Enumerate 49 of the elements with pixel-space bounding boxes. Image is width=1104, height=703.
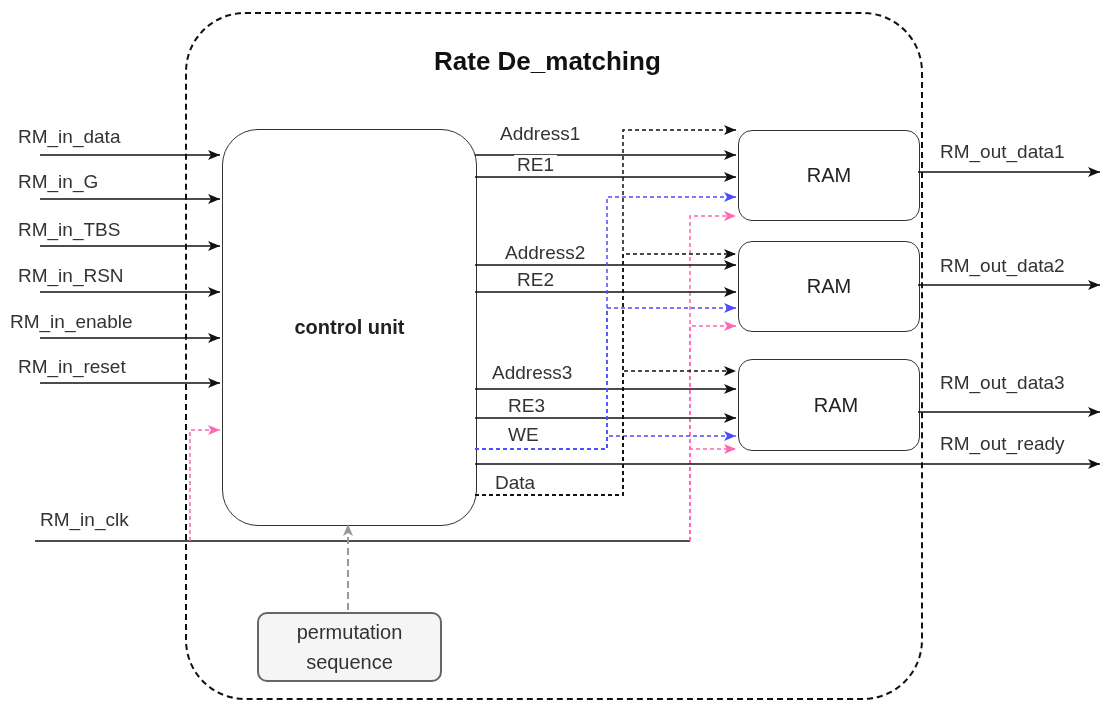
arrow <box>474 150 737 160</box>
ram-box <box>738 241 920 332</box>
dashed-boundary <box>185 12 923 700</box>
signal-label: WE <box>508 425 539 444</box>
diagram-title: Rate De_matching <box>434 48 661 74</box>
signal-label: Address3 <box>492 363 573 382</box>
dashed-arrow <box>343 523 353 611</box>
signal-label: RM_in_RSN <box>18 266 124 285</box>
signal-label: Address1 <box>500 124 581 143</box>
arrow <box>474 384 737 394</box>
signal-label: RM_out_ready <box>940 434 1065 453</box>
dashed-arrow <box>474 303 737 450</box>
input-box <box>257 612 442 682</box>
unit-label: control unit <box>294 316 405 339</box>
signal-label: RM_in_TBS <box>18 220 121 239</box>
signal-label: RM_in_enable <box>10 312 133 331</box>
arrow <box>39 194 221 204</box>
ram-box <box>738 130 920 221</box>
arrow <box>917 407 1101 417</box>
dashed-arrow <box>689 444 737 542</box>
signal-label: RM_out_data1 <box>940 142 1065 161</box>
signal-label: RM_in_G <box>18 172 99 191</box>
arrow <box>474 459 1101 469</box>
ram-label: RAM <box>806 164 852 187</box>
ram-box <box>738 359 920 451</box>
signal-label: RM_in_reset <box>18 357 126 376</box>
signal-label: RE1 <box>514 155 557 174</box>
signal-label: RM_out_data3 <box>940 373 1065 392</box>
arrow <box>39 287 221 297</box>
arrow <box>39 333 221 343</box>
arrow <box>917 167 1101 177</box>
arrow <box>39 378 221 388</box>
control-unit-box <box>222 129 477 526</box>
dashed-arrow <box>189 425 221 542</box>
arrow <box>917 280 1101 290</box>
signal-label: RM_in_data <box>18 127 121 146</box>
signal-label: RM_in_clk <box>40 510 129 529</box>
dashed-arrow <box>474 366 737 496</box>
signal-label: RM_out_data2 <box>940 256 1065 275</box>
arrow <box>474 260 737 270</box>
arrow <box>474 413 737 423</box>
input-label: permutation sequence <box>295 620 404 675</box>
ram-label: RAM <box>813 393 859 417</box>
arrow <box>39 241 221 251</box>
arrow <box>474 287 737 297</box>
arrow <box>474 172 737 182</box>
arrow <box>39 150 221 160</box>
signal-label: Address2 <box>505 243 586 262</box>
ram-label: RAM <box>806 275 852 298</box>
